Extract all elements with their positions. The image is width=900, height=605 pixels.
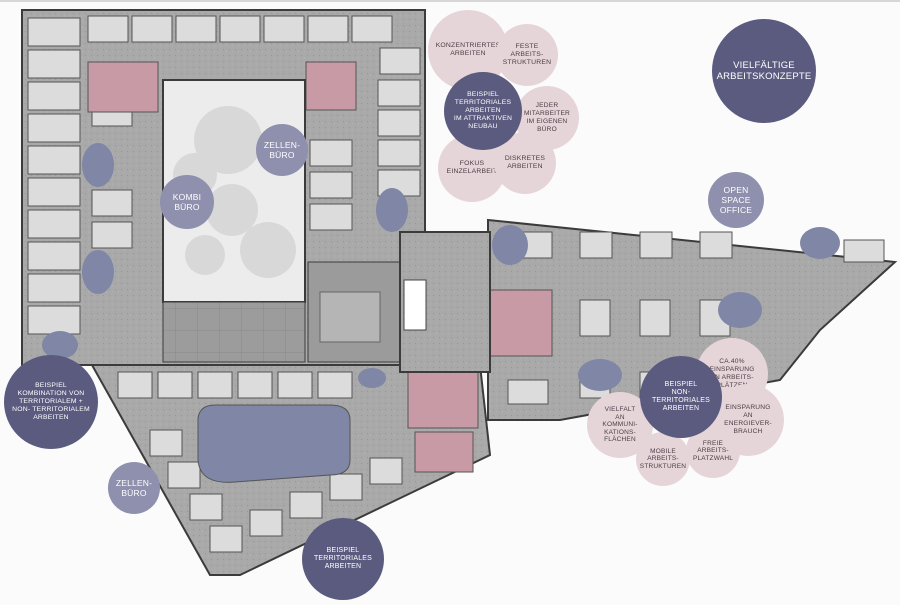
- freie-label: FREIE ARBEITS- PLATZWAHL: [692, 439, 734, 462]
- building-south-wing: [90, 364, 492, 576]
- zellenbuero-bottom-bubble: ZELLEN- BÜRO: [108, 462, 160, 514]
- kombibuero-label: KOMBI BÜRO: [172, 191, 202, 212]
- freie-platzwahl-bubble: FREIE ARBEITS- PLATZWAHL: [686, 424, 740, 478]
- zellenbuero-top-label: ZELLEN- BÜRO: [263, 139, 301, 160]
- einsparung-label: EINSPARUNG AN ENERGIEVER- BRAUCH: [724, 404, 772, 435]
- vielfaeltige-arbeitskonzepte-bubble: VIELFÄLTIGE ARBEITSKONZEPTE: [712, 19, 816, 123]
- territorial-bottom-label: BEISPIEL TERRITORIALES ARBEITEN: [313, 546, 373, 571]
- fokus-label: FOKUS EINZELARBEIT: [446, 159, 498, 175]
- territorial-neubau-label: BEISPIEL TERRITORIALES ARBEITEN IM ATTRA…: [453, 90, 513, 131]
- mobile-label: MOBILE ARBEITS- STRUKTUREN: [639, 447, 687, 470]
- vielfaeltige-label: VIELFÄLTIGE ARBEITSKONZEPTE: [716, 59, 812, 82]
- feste-label: FESTE ARBEITS- STRUKTUREN: [502, 42, 552, 66]
- top-border: [0, 0, 900, 2]
- non-territoriales-bubble: BEISPIEL NON- TERRITORIALES ARBEITEN: [640, 356, 722, 438]
- diskretes-arbeiten-bubble: DISKRETES ARBEITEN: [494, 132, 556, 194]
- kombibuero-bubble: KOMBI BÜRO: [160, 175, 214, 229]
- open-space-office-bubble: OPEN SPACE OFFICE: [708, 172, 764, 228]
- kombination-bubble: BEISPIEL KOMBINATION VON TERRITORIALEM +…: [4, 355, 98, 449]
- kombination-label: BEISPIEL KOMBINATION VON TERRITORIALEM +…: [12, 381, 90, 422]
- territoriales-neubau-bubble: BEISPIEL TERRITORIALES ARBEITEN IM ATTRA…: [444, 72, 522, 150]
- non-territorial-label: BEISPIEL NON- TERRITORIALES ARBEITEN: [651, 380, 711, 413]
- open-space-label: OPEN SPACE OFFICE: [719, 184, 753, 215]
- territoriales-arbeiten-bottom-bubble: BEISPIEL TERRITORIALES ARBEITEN: [302, 518, 384, 600]
- zellenbuero-top-bubble: ZELLEN- BÜRO: [256, 124, 308, 176]
- feste-arbeitsstrukturen-bubble: FESTE ARBEITS- STRUKTUREN: [496, 24, 558, 86]
- jeder-label: JEDER MITARBEITER IM EIGENEN BÜRO: [523, 102, 571, 133]
- vielfalt-label: VIELFALT AN KOMMUNI- KATIONS- FLÄCHEN: [602, 405, 638, 444]
- zellenbuero-bottom-label: ZELLEN- BÜRO: [115, 477, 153, 498]
- mobile-arbeitsstrukturen-bubble: MOBILE ARBEITS- STRUKTUREN: [636, 432, 690, 486]
- konzentriertes-label: KONZENTRIERTES ARBEITEN: [435, 41, 501, 57]
- building-east-wing: [487, 218, 898, 421]
- building-north-west-wing: [21, 9, 426, 366]
- diskretes-label: DISKRETES ARBEITEN: [504, 154, 546, 170]
